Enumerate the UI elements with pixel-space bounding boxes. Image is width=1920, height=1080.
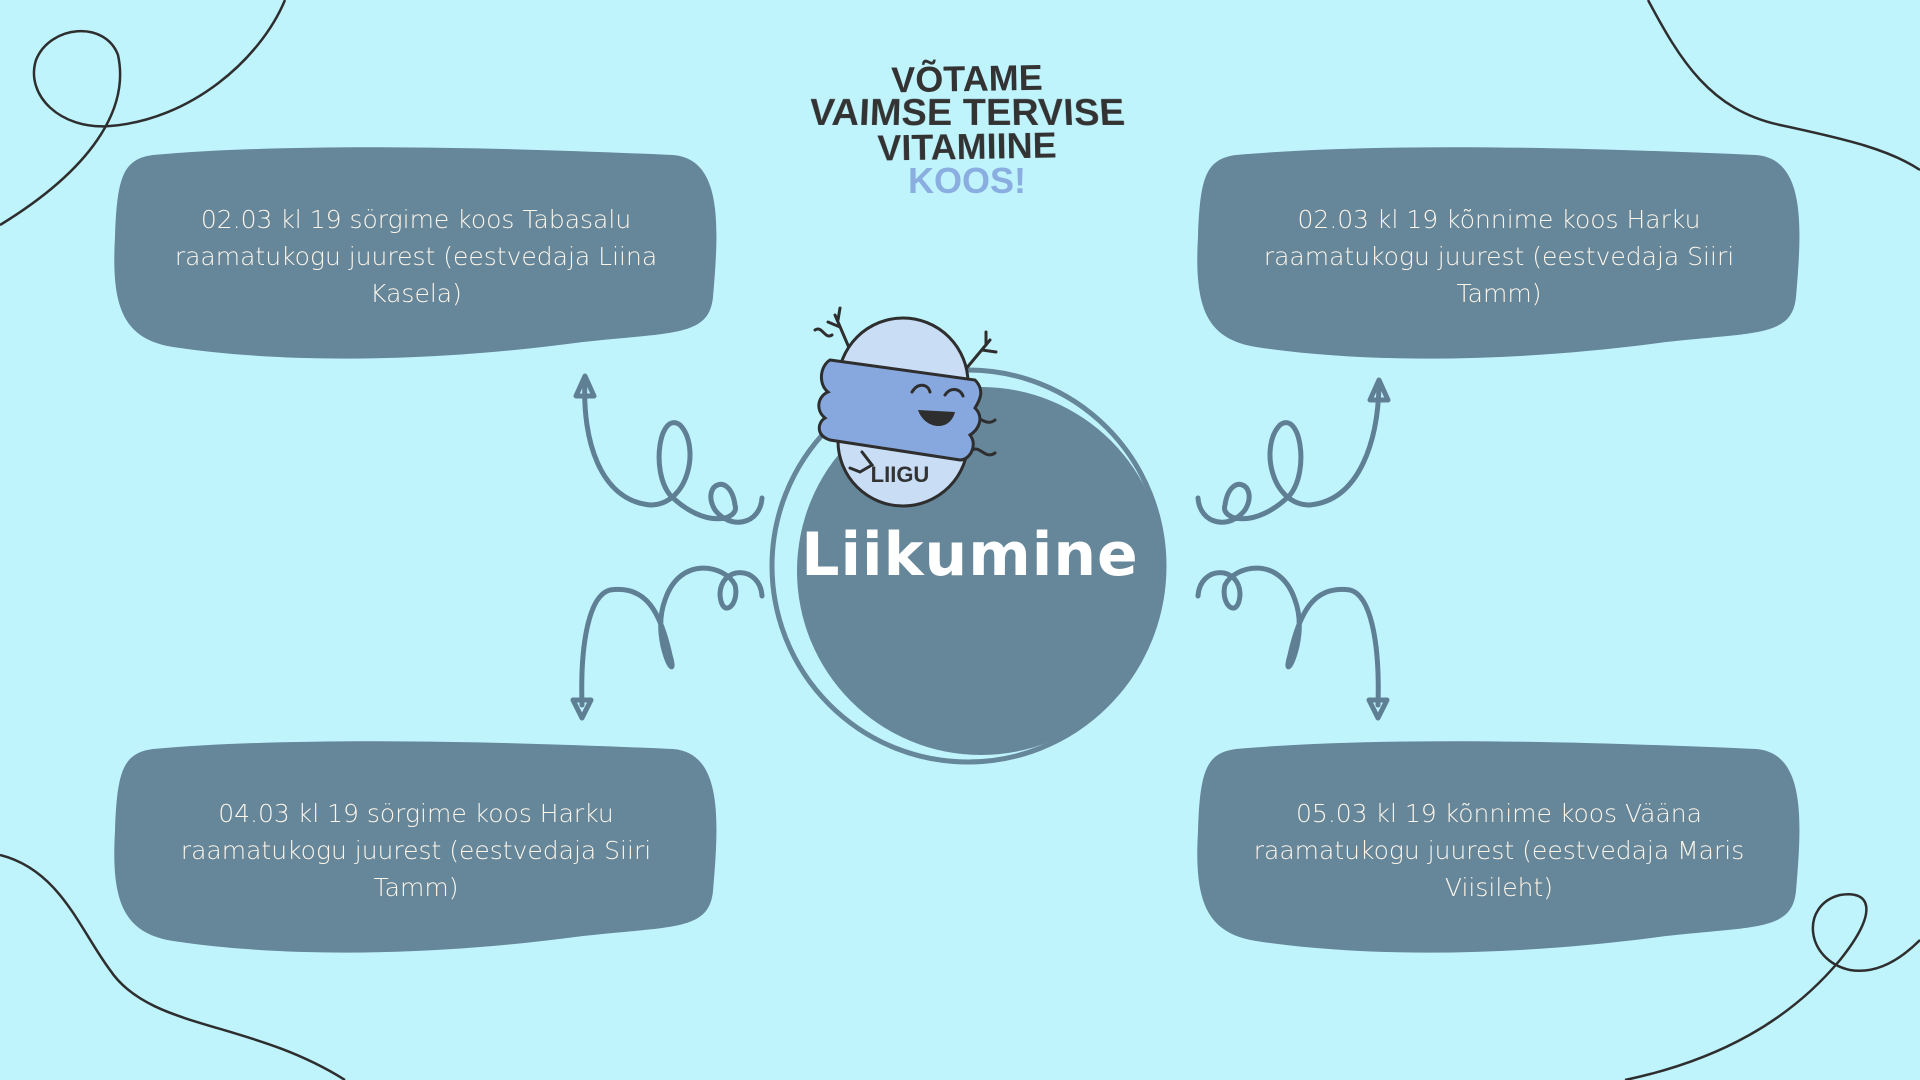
title-accent: KOOS! [767,164,1167,198]
page-title: VÕTAME VAIMSE TERVISE VITAMIINE KOOS! [767,62,1167,198]
arrow-top-left [585,380,762,522]
event-text: 04.03 kl 19 sörgime koos Harku raamatuko… [136,795,696,906]
event-card: 04.03 kl 19 sörgime koos Harku raamatuko… [113,741,719,959]
event-card: 02.03 kl 19 sörgime koos Tabasalu raamat… [113,147,719,365]
corner-swirl-top-right [1648,0,1920,170]
center-title: Liikumine [780,520,1160,590]
mascot-label: LIIGU [871,462,930,487]
arrow-top-right [1198,385,1379,522]
title-line-3: VITAMIINE [767,127,1168,168]
event-text: 02.03 kl 19 sörgime koos Tabasalu raamat… [136,201,696,312]
title-line-2: VAIMSE TERVISE [765,96,1168,130]
arrow-bottom-left [582,568,762,705]
event-card: 05.03 kl 19 kõnnime koos Vääna raamatuko… [1196,741,1802,959]
event-card: 02.03 kl 19 kõnnime koos Harku raamatuko… [1196,147,1802,365]
mascot-illustration: LIIGU [800,300,1010,524]
event-text: 02.03 kl 19 kõnnime koos Harku raamatuko… [1219,201,1779,312]
event-text: 05.03 kl 19 kõnnime koos Vääna raamatuko… [1219,795,1779,906]
arrow-bottom-right [1198,568,1378,705]
